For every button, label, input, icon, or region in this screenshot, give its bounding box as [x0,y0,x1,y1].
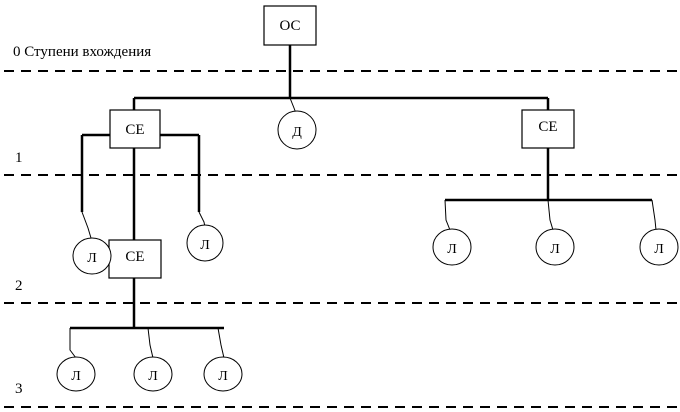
part-balloon-center: Д [277,110,317,150]
assembly-node-lower: СЕ [108,239,162,279]
assembly-node-left: СЕ [109,109,161,149]
level-label-1: 1 [15,150,23,166]
part-label: Л [200,238,210,253]
part-balloon-center-label: Д [292,125,302,140]
assembly-node-right: СЕ [521,109,575,149]
assembly-node-right-label: СЕ [538,119,557,135]
part-balloon-level2-mid: Л [186,224,224,262]
part-label: Л [218,369,228,384]
connectors [70,45,652,330]
part-label: Л [71,369,81,384]
part-balloon-level2-left: Л [72,237,112,275]
root-node-label: ОС [279,18,300,34]
part-label: Л [550,242,560,257]
assembly-node-left-label: СЕ [125,122,144,138]
level-label-3: 3 [15,381,23,397]
levels-title: 0 Ступени вхождения [13,44,151,60]
balloon-leaders [69,97,657,359]
part-balloon-bottom-2: Л [133,356,173,392]
part-balloon-bottom-1: Л [56,356,96,392]
part-balloon-right-3: Л [639,228,679,266]
assembly-node-lower-label: СЕ [125,249,144,265]
part-balloon-right-2: Л [535,228,575,266]
part-balloon-bottom-3: Л [203,356,243,392]
root-node-os: ОС [263,5,317,46]
level-label-2: 2 [15,278,23,294]
part-label: Л [447,242,457,257]
part-balloon-right-1: Л [432,228,472,266]
part-label: Л [87,251,97,266]
part-label: Л [654,242,664,257]
part-label: Л [148,369,158,384]
